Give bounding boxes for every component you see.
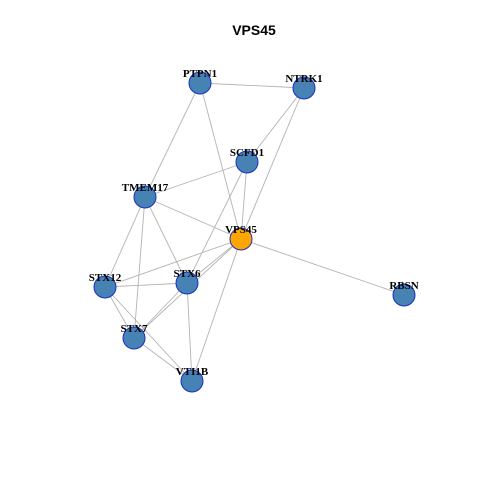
node-tmem17[interactable]: [133, 185, 157, 209]
node-label-scfd1: SCFD1: [230, 147, 264, 159]
edge-scfd1-vps45: [240, 161, 248, 240]
edge-vps45-rbsn: [240, 238, 405, 296]
node-label-rbsn: RBSN: [389, 280, 418, 292]
edge-stx12-stx6: [104, 282, 188, 288]
node-label-stx7: STX7: [121, 323, 148, 335]
node-label-stx12: STX12: [89, 272, 122, 284]
edge-tmem17-stx7: [133, 196, 146, 339]
node-ntrk1[interactable]: [292, 76, 316, 100]
node-label-tmem17: TMEM17: [122, 182, 169, 194]
edge-stx6-stx7: [133, 282, 188, 339]
edges-layer: [104, 82, 405, 382]
node-label-vti1b: VTI1B: [176, 366, 209, 378]
edge-tmem17-vps45: [144, 196, 242, 240]
edge-stx7-vti1b: [133, 337, 193, 382]
edge-scfd1-stx6: [186, 161, 248, 284]
node-stx6[interactable]: [175, 271, 199, 295]
node-stx7[interactable]: [122, 326, 146, 350]
node-label-stx6: STX6: [174, 268, 201, 280]
node-label-ntrk1: NTRK1: [285, 73, 322, 85]
edge-ptpn1-ntrk1: [199, 82, 305, 89]
edge-scfd1-tmem17: [144, 161, 248, 198]
edge-stx6-vti1b: [186, 282, 193, 382]
edge-ptpn1-vps45: [199, 82, 242, 240]
node-stx12[interactable]: [93, 275, 117, 299]
edge-ptpn1-tmem17: [144, 82, 201, 198]
edge-ntrk1-vps45: [240, 87, 305, 240]
edge-tmem17-stx12: [104, 196, 146, 288]
node-label-vps45: VPS45: [225, 224, 257, 236]
node-ptpn1[interactable]: [188, 71, 212, 95]
graph-title: VPS45: [232, 22, 276, 38]
node-label-ptpn1: PTPN1: [183, 68, 217, 80]
node-rbsn[interactable]: [392, 283, 416, 307]
edge-vps45-stx6: [186, 238, 242, 284]
node-scfd1[interactable]: [235, 150, 259, 174]
edge-vps45-vti1b: [191, 238, 242, 382]
edge-vps45-stx12: [104, 238, 242, 288]
node-vps45[interactable]: [229, 227, 253, 251]
edge-tmem17-stx6: [144, 196, 188, 284]
node-vti1b[interactable]: [180, 369, 204, 393]
edge-stx12-vti1b: [104, 286, 193, 382]
nodes-layer: [93, 71, 416, 393]
edge-ntrk1-scfd1: [246, 87, 305, 163]
